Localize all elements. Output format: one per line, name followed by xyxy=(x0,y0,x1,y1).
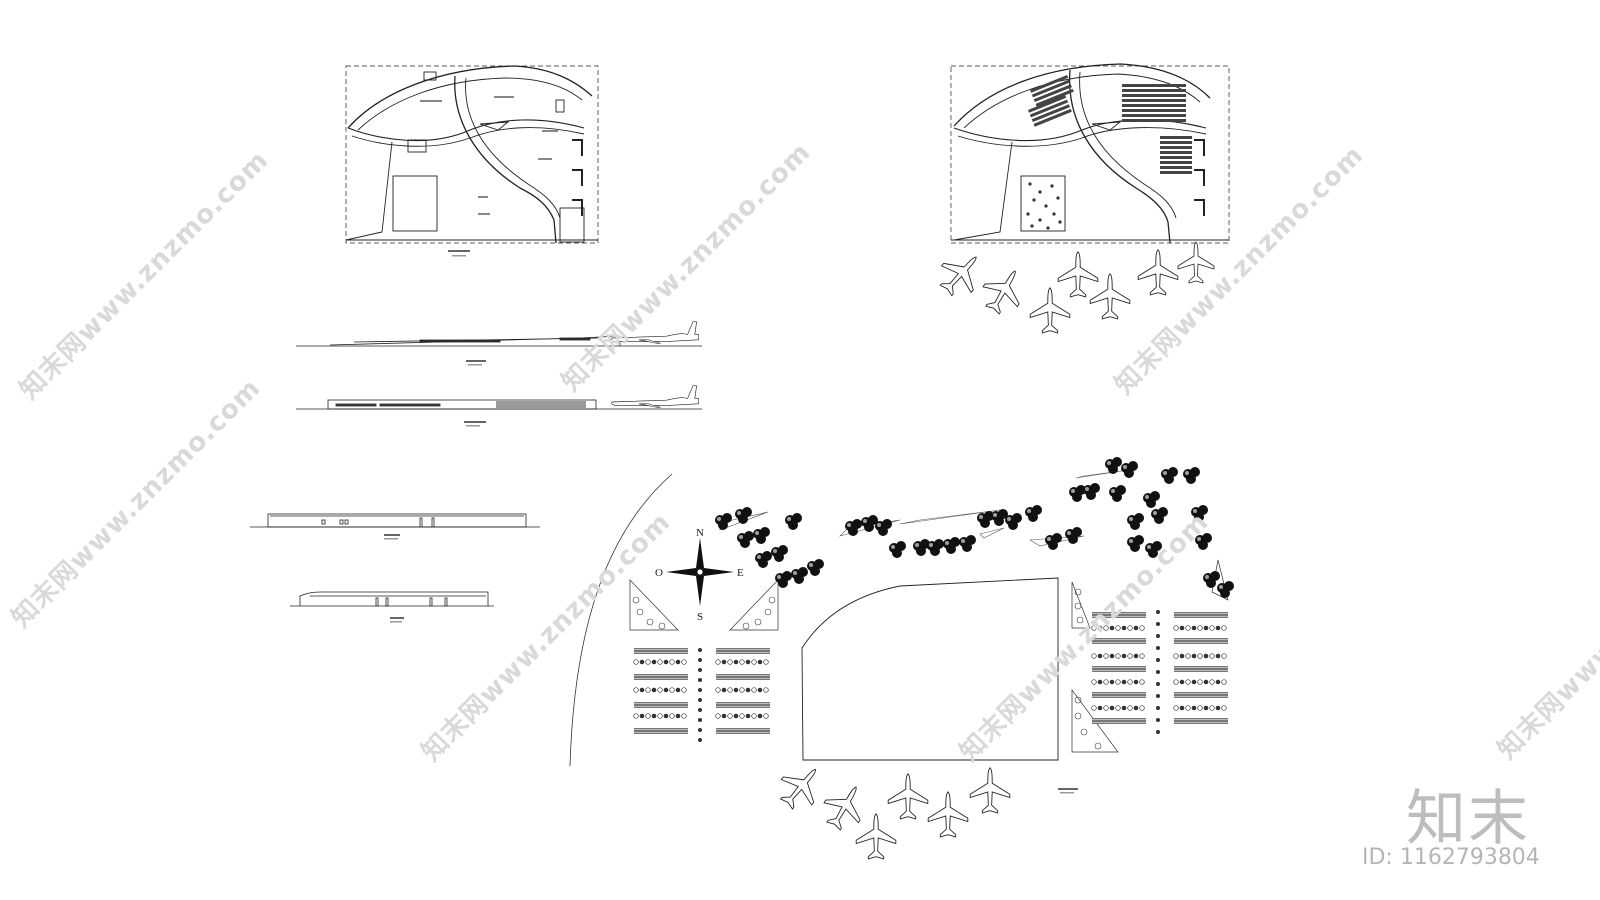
section-1 xyxy=(250,513,540,528)
landscape-tree-dots xyxy=(632,588,1102,750)
parking-lots-west xyxy=(633,648,770,742)
elevation-2 xyxy=(296,385,702,410)
floor-plan-ground-level xyxy=(345,65,599,244)
compass-south-label: S xyxy=(697,611,703,623)
compass-rose: N S E O xyxy=(655,527,744,623)
elevation-labels xyxy=(464,360,486,427)
elevation-1 xyxy=(296,321,702,347)
site-aircraft xyxy=(770,756,1011,860)
upper-level-planter-dots xyxy=(1026,182,1062,230)
terminal-footprint xyxy=(801,577,1059,761)
brand-logo: 知末 xyxy=(1406,784,1530,854)
upper-level-aircraft xyxy=(930,241,1215,334)
compass-north-label: N xyxy=(696,527,704,539)
parking-lots-east xyxy=(1091,610,1228,734)
upper-level-seating xyxy=(1028,75,1192,174)
section-2 xyxy=(290,591,494,607)
site-plan-label xyxy=(1058,788,1078,794)
floor-plan-ground-tiny-labels xyxy=(420,96,558,257)
site-trees xyxy=(715,457,1234,598)
compass-east-label: E xyxy=(737,567,744,579)
compass-west-label: O xyxy=(655,567,663,579)
asset-id-label: ID: 1162793804 xyxy=(1362,845,1540,870)
section-labels xyxy=(384,534,404,623)
site-boundary-arc xyxy=(569,473,673,767)
